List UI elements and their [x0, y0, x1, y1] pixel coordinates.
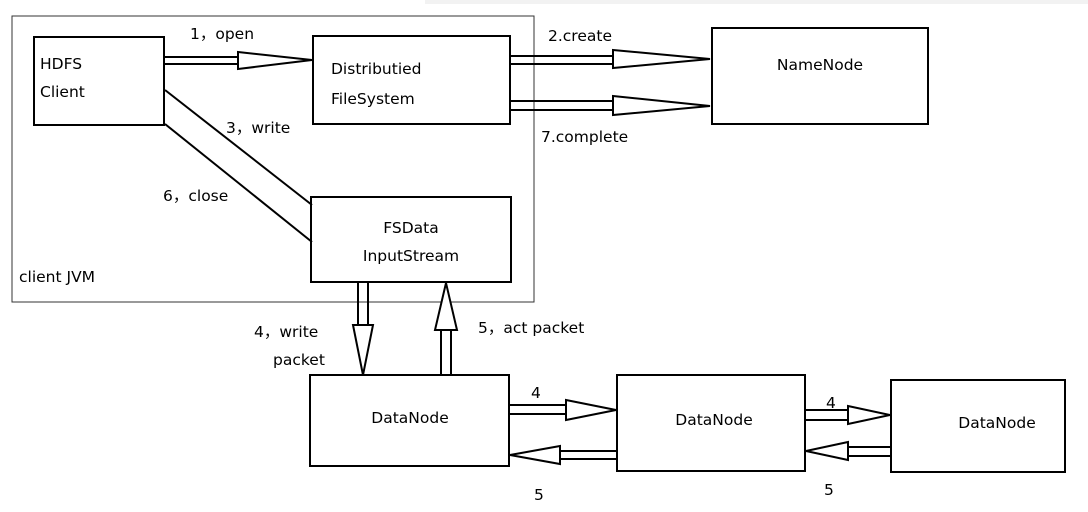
arrow-dn2-to-dn3	[806, 404, 891, 426]
arrow-open	[165, 50, 313, 71]
namenode-node: NameNode	[711, 27, 929, 125]
namenode-label: NameNode	[777, 56, 863, 74]
datanode-3-label: DataNode	[958, 414, 1035, 432]
top-strip	[425, 0, 1088, 4]
arrow-dn3-to-dn2	[805, 440, 890, 462]
datanode-2-label: DataNode	[675, 411, 752, 429]
distributed-fs-line-2: FileSystem	[331, 90, 415, 108]
datanode-1: DataNode	[309, 374, 510, 467]
hdfs-client-node: HDFS Client	[33, 36, 165, 126]
step-complete-label: 7.complete	[541, 128, 628, 146]
hdfs-client-line-1: HDFS	[40, 55, 82, 73]
link-write-close	[164, 89, 313, 243]
datanode-1-label: DataNode	[371, 409, 448, 427]
fsdata-line-2: InputStream	[363, 247, 459, 265]
step-write-packet-line-2: packet	[273, 351, 325, 369]
step-write-packet-line-1: 4，write	[254, 323, 318, 341]
datanode-3: DataNode	[890, 379, 1066, 473]
arrow-complete	[511, 94, 711, 117]
step-write-label: 3，write	[226, 119, 290, 137]
fsdata-inputstream-node: FSData InputStream	[310, 196, 512, 283]
client-jvm-label: client JVM	[19, 268, 95, 286]
hdfs-client-line-2: Client	[40, 83, 85, 101]
dn3-to-dn2-label: 5	[824, 481, 834, 499]
step-create-label: 2.create	[548, 27, 612, 45]
arrow-ack-packet	[433, 282, 459, 375]
dn2-to-dn1-label: 5	[534, 486, 544, 504]
arrow-dn1-to-dn2	[510, 398, 617, 422]
arrow-write-packet	[351, 283, 375, 376]
fsdata-line-1: FSData	[383, 219, 439, 237]
arrow-dn2-to-dn1	[509, 444, 616, 466]
arrow-create	[511, 48, 711, 70]
datanode-2: DataNode	[616, 374, 806, 472]
dn2-to-dn3-label: 4	[826, 394, 836, 412]
dn1-to-dn2-label: 4	[531, 384, 541, 402]
step-close-label: 6，close	[163, 187, 228, 205]
distributed-filesystem-node: Distributied FileSystem	[312, 35, 511, 125]
client-jvm-container	[11, 15, 535, 303]
step-open-label: 1，open	[190, 25, 254, 43]
distributed-fs-line-1: Distributied	[331, 60, 422, 78]
step-ack-packet-label: 5，act packet	[478, 319, 584, 337]
